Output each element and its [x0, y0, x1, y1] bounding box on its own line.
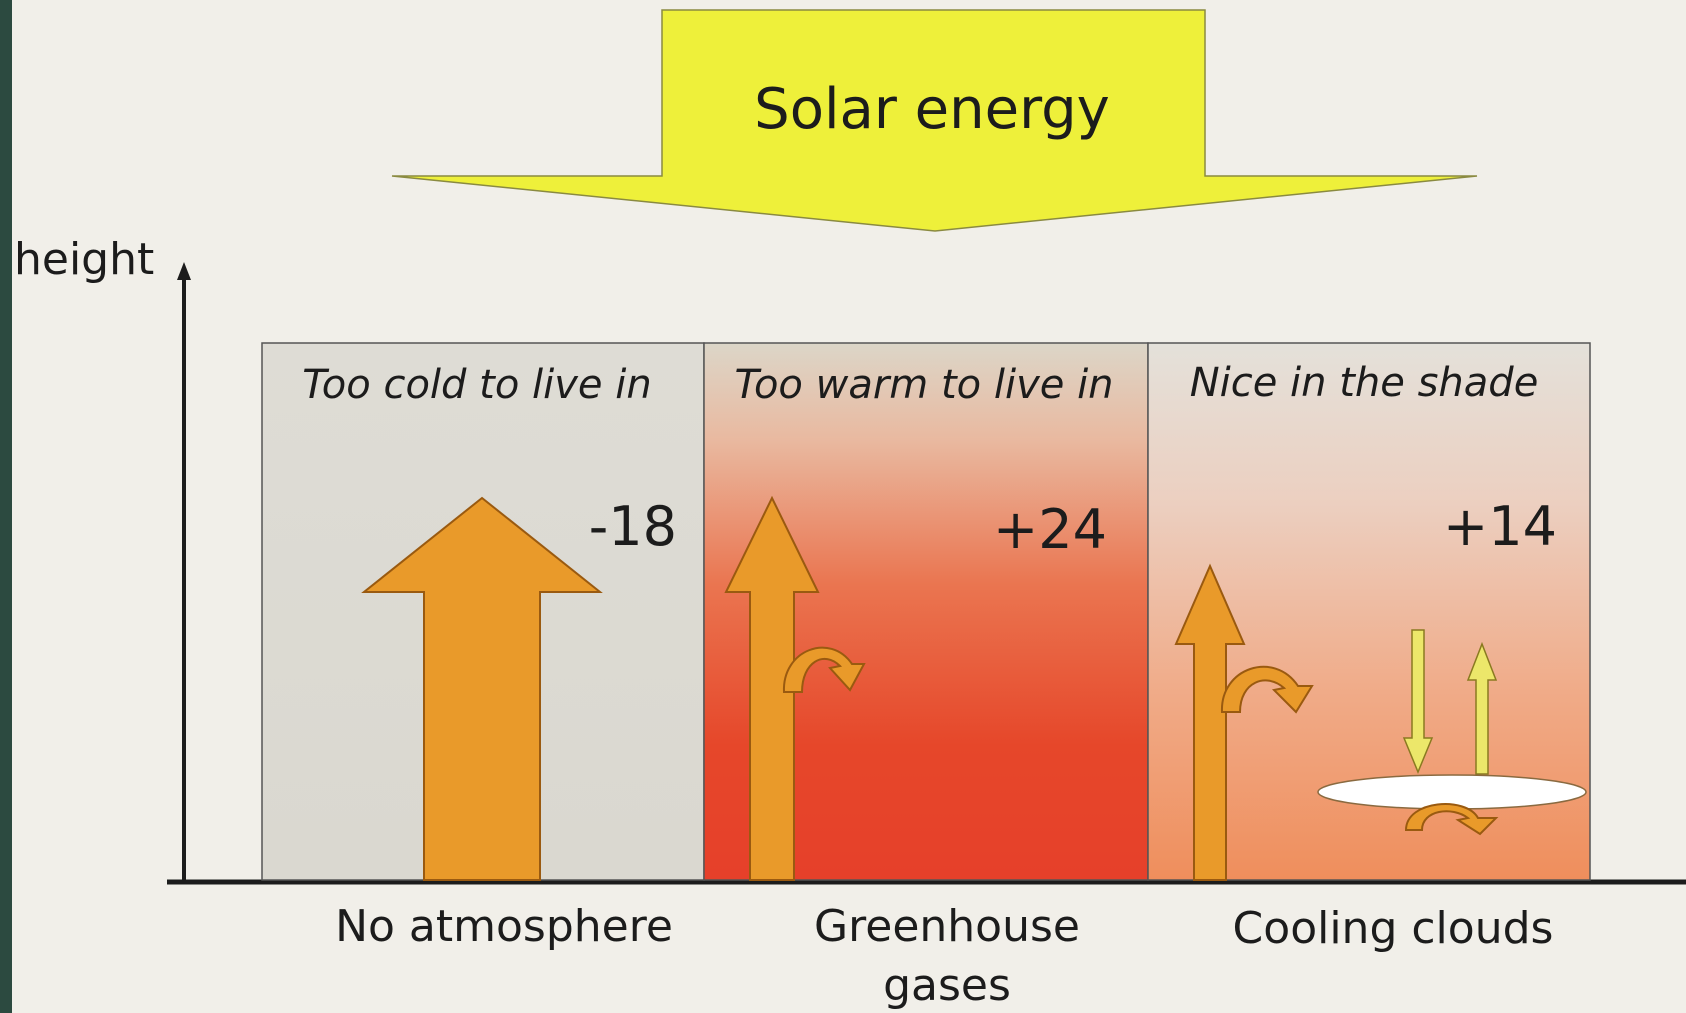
solar-energy-banner: Solar energy	[391, 9, 1478, 232]
panel-temperature: +24	[993, 498, 1107, 561]
banner-label: Solar energy	[754, 77, 1110, 142]
up-arrow-icon	[1174, 563, 1246, 881]
curved-return-arrow-icon	[782, 646, 866, 693]
greenhouse-diagram: Solar energy height Too cold to live in …	[12, 0, 1686, 1013]
up-arrow-icon	[724, 495, 820, 881]
label-greenhouse-line2: gases	[883, 960, 1011, 1011]
curved-return-arrow-icon	[1404, 803, 1499, 836]
up-arrow-icon	[1466, 641, 1498, 775]
label-cooling-clouds: Cooling clouds	[1233, 903, 1554, 954]
down-arrow-icon	[1402, 629, 1434, 774]
up-arrow-icon	[361, 496, 603, 881]
bottom-labels: No atmosphere Greenhouse gases Cooling c…	[335, 901, 1553, 1011]
axis-label: height	[14, 234, 154, 285]
panel-caption: Nice in the shade	[1190, 360, 1539, 406]
panel-caption: Too warm to live in	[734, 362, 1113, 408]
panel-temperature: -18	[589, 495, 677, 558]
label-no-atmosphere: No atmosphere	[335, 901, 673, 952]
panel-greenhouse: Too warm to live in +24	[703, 342, 1149, 881]
diagram-svg: Solar energy height Too cold to live in …	[14, 9, 1686, 1011]
panel-caption: Too cold to live in	[302, 362, 651, 408]
panel-no-atmosphere: Too cold to live in -18	[261, 342, 705, 881]
height-axis: height	[14, 234, 1686, 885]
banner-arrow-icon	[391, 9, 1478, 232]
panel-temperature: +14	[1443, 495, 1557, 558]
panel-cooling-clouds: Nice in the shade +14	[1147, 342, 1591, 881]
axis-up-arrow-icon	[177, 262, 191, 280]
label-greenhouse-line1: Greenhouse	[814, 901, 1080, 952]
curved-return-arrow-icon	[1220, 665, 1314, 714]
